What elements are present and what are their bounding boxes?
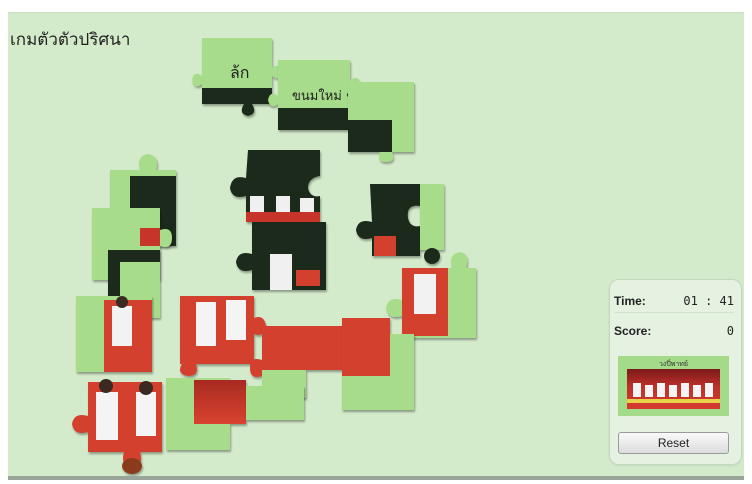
puzzle-piece[interactable] <box>356 184 444 256</box>
puzzle-piece[interactable] <box>236 222 326 290</box>
piece-caption: ขนมใหม่ ๆ <box>292 88 353 104</box>
piece-caption: ล้ก <box>230 63 250 82</box>
puzzle-piece[interactable]: ล้ก <box>192 38 282 116</box>
time-row: Time: 01 : 41 <box>614 288 734 313</box>
puzzle-piece[interactable] <box>180 296 266 376</box>
time-label: Time: <box>614 294 646 308</box>
score-row: Score: 0 <box>614 318 734 342</box>
score-value: 0 <box>726 324 734 338</box>
reset-button[interactable]: Reset <box>618 432 729 454</box>
game-title: เกมตัวตัวปริศนา <box>10 30 131 50</box>
puzzle-piece[interactable] <box>342 318 414 410</box>
puzzle-piece[interactable] <box>76 296 152 372</box>
puzzle-piece[interactable]: ขนมใหม่ ๆ <box>268 60 360 130</box>
puzzle-piece[interactable] <box>230 150 320 222</box>
status-panel: Time: 01 : 41 Score: 0 วงปี่พาทย์ <box>609 279 742 465</box>
time-value: 01 : 41 <box>683 294 734 308</box>
score-label: Score: <box>614 324 652 338</box>
preview-caption: วงปี่พาทย์ <box>658 360 689 368</box>
puzzle-piece[interactable] <box>246 386 304 420</box>
puzzle-piece[interactable] <box>166 378 246 450</box>
preview-thumbnail: วงปี่พาทย์ <box>618 356 729 416</box>
puzzle-piece[interactable] <box>72 379 162 474</box>
board-bottom-edge <box>8 476 744 480</box>
preview-figures <box>627 383 720 403</box>
puzzle-piece[interactable] <box>348 82 414 162</box>
puzzle-piece[interactable] <box>386 248 476 338</box>
preview-image <box>627 369 720 409</box>
